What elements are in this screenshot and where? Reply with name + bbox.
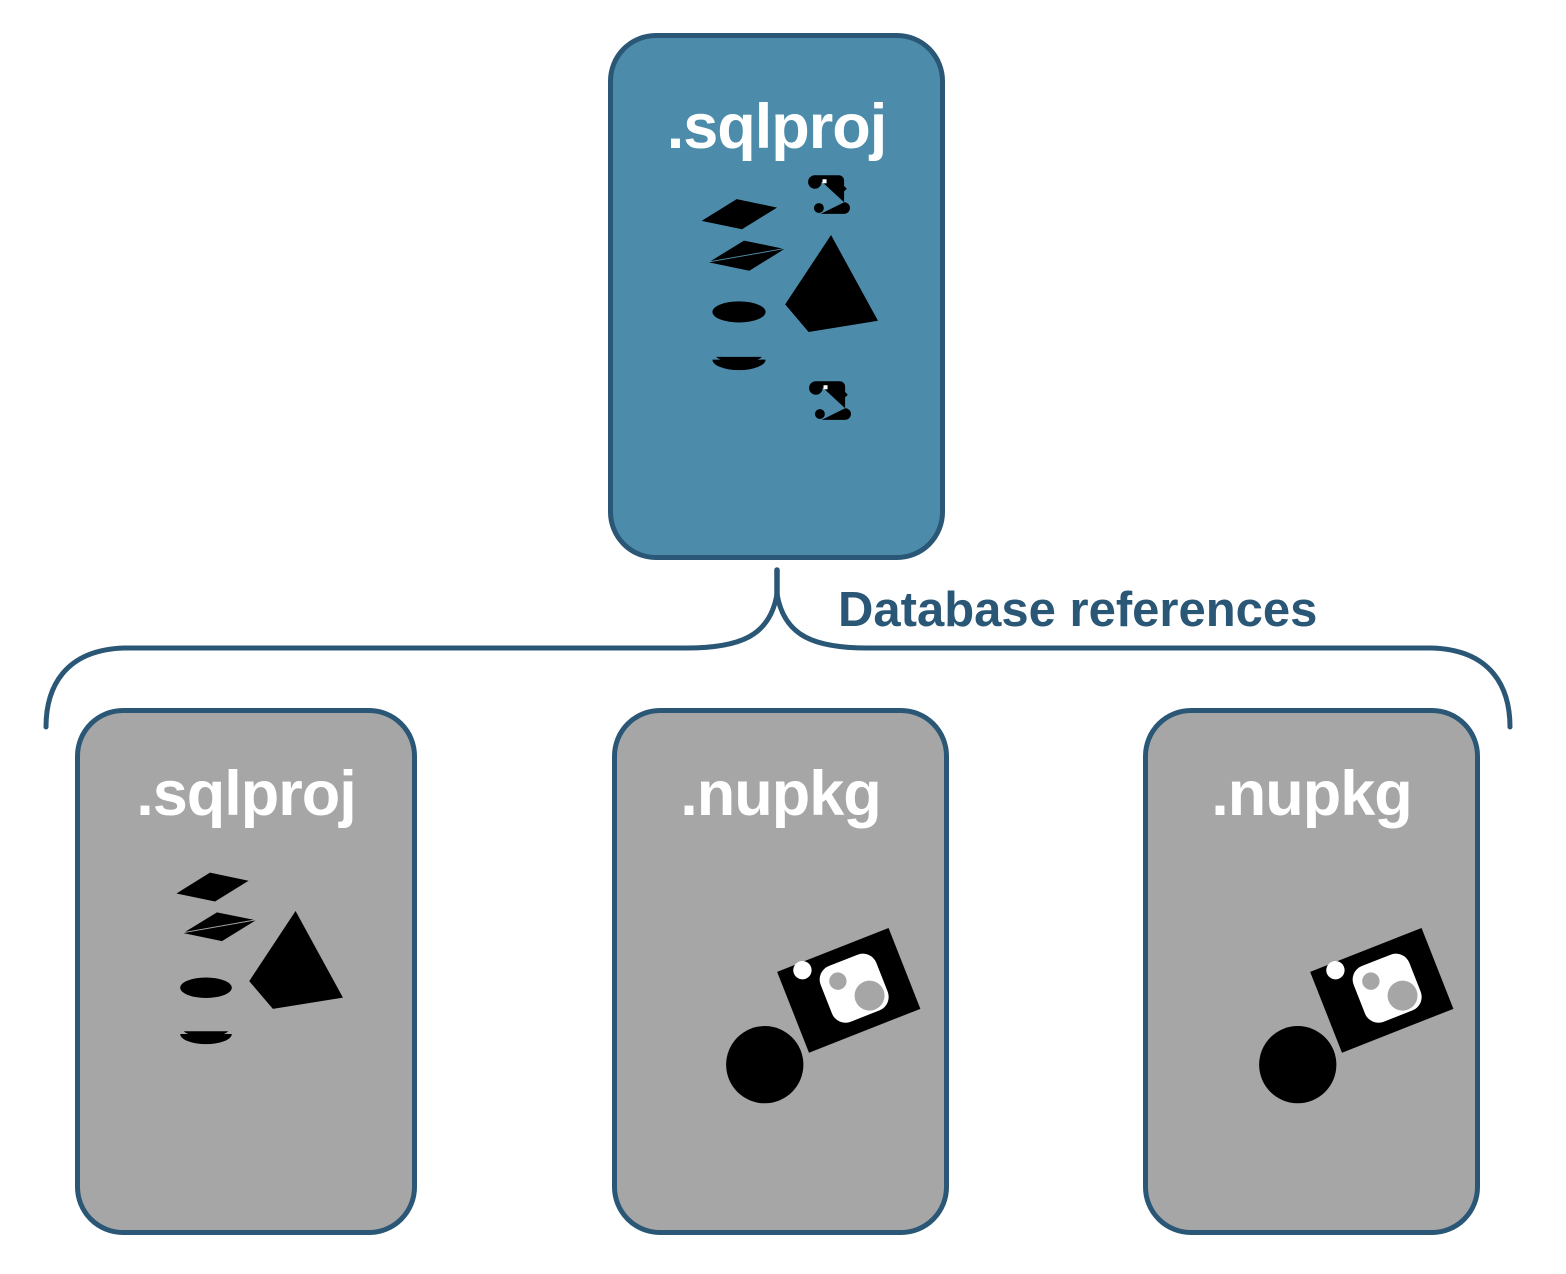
scroll-icon: [808, 175, 850, 214]
hand-truck-package-icon: [1205, 864, 1461, 1104]
card-title: .sqlproj: [136, 759, 357, 829]
card-nupkg-reference-1: .nupkg: [612, 708, 949, 1235]
card-nupkg-reference-2: .nupkg: [1143, 708, 1480, 1235]
card-title: .nupkg: [1211, 759, 1412, 829]
pyramid-icon: [785, 235, 878, 332]
card-sqlproj-root: .sqlproj: [608, 33, 945, 560]
cylinder-icon: [180, 977, 232, 1045]
hand-truck-package-icon: [672, 864, 928, 1104]
pyramid-icon: [249, 911, 343, 1009]
card-title: .sqlproj: [666, 92, 888, 162]
connector-label: Database references: [838, 583, 1318, 637]
card-sqlproj-reference: .sqlproj: [75, 708, 417, 1235]
scroll-icon: [809, 381, 851, 420]
card-title: .nupkg: [680, 759, 881, 829]
cylinder-icon: [712, 301, 766, 371]
cube-icon: [698, 192, 788, 278]
